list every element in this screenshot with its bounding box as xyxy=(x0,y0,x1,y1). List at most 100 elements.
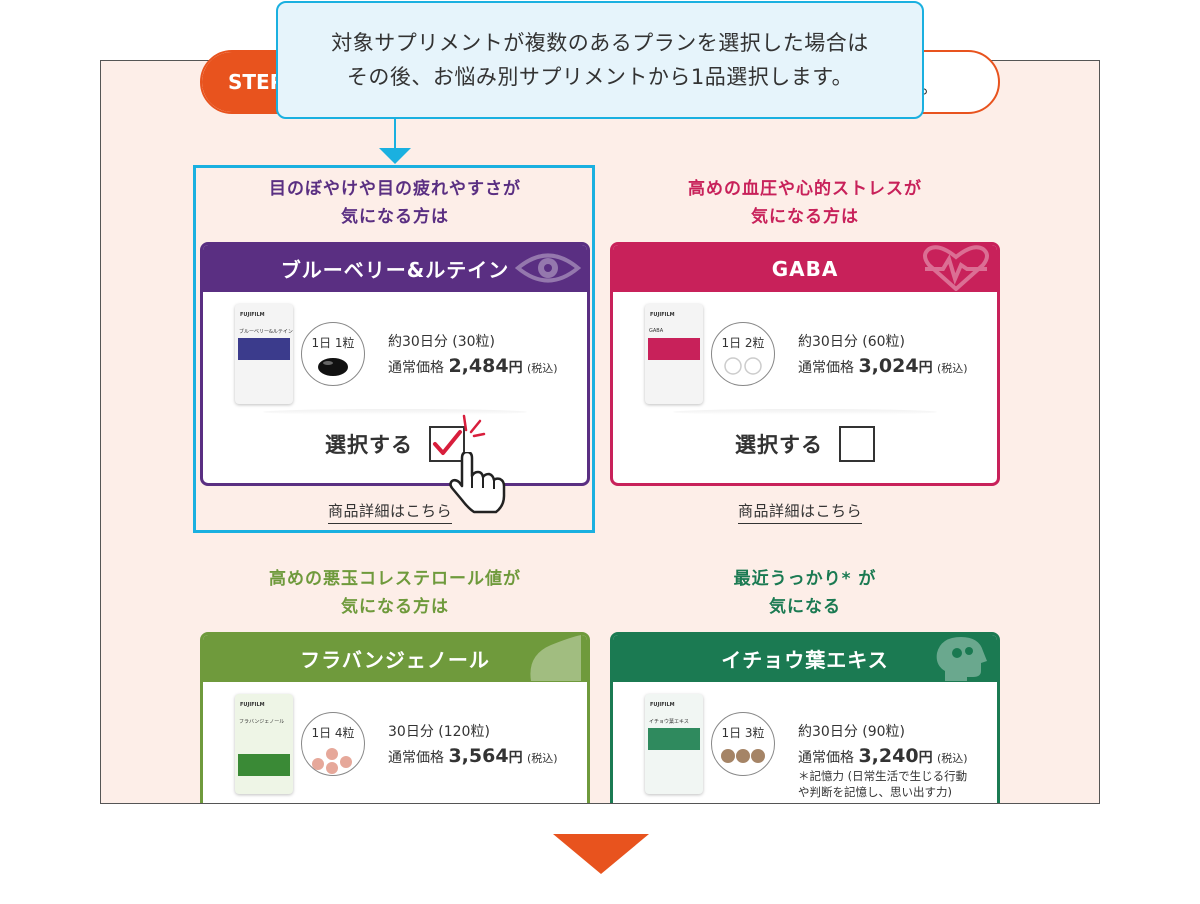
selected-product-highlight xyxy=(193,165,595,533)
concern-line-1: 高めの悪玉コレステロール値が xyxy=(269,569,521,589)
next-step-arrow-icon xyxy=(553,834,649,874)
product-days: 30日分 (120粒) xyxy=(388,724,490,740)
footnote-line-1: ＊記憶力 (日常生活で生じる行動 xyxy=(798,769,968,783)
select-checkbox[interactable] xyxy=(429,426,465,462)
card-header: イチョウ葉エキス xyxy=(613,635,997,682)
card-body: FUJIFILM フラバンジェノール 1日 4粒 30日分 (120粒) 通常価… xyxy=(203,682,587,802)
tablet-icon xyxy=(712,746,774,766)
dose-label: 1日 3粒 xyxy=(721,726,765,740)
product-card-ginkgo: イチョウ葉エキス FUJIFILM イチョウ葉エキス 1日 3粒 約30日分 (… xyxy=(610,632,1000,832)
package-name: イチョウ葉エキス xyxy=(649,719,689,725)
tooltip-pointer-arrow xyxy=(379,148,411,164)
footnote-line-2: や判断を記憶し、思い出す力) xyxy=(798,785,952,799)
product-package-image: FUJIFILM ブルーベリー&ルテイン xyxy=(235,304,293,404)
price-currency: 円 xyxy=(508,360,523,376)
dose-label: 1日 4粒 xyxy=(311,726,355,740)
price-currency: 円 xyxy=(508,750,523,766)
product-price-row: 通常価格 3,564円 (税込) xyxy=(388,744,558,771)
card-body: FUJIFILM GABA 1日 2粒 約30日分 (60粒) 通常価格 3,0… xyxy=(613,292,997,412)
tooltip-line-1: 対象サプリメントが複数のあるプランを選択した場合は xyxy=(331,31,869,55)
product-price-row: 通常価格 2,484円 (税込) xyxy=(388,354,558,381)
tax-label: (税込) xyxy=(937,362,968,375)
checkmark-icon xyxy=(433,430,462,455)
product-name: GABA xyxy=(771,256,839,281)
concern-line-2: 気になる方は xyxy=(341,597,449,617)
product-days: 約30日分 (30粒) xyxy=(388,334,496,350)
package-brand: FUJIFILM xyxy=(650,702,675,708)
frame-bottom-border xyxy=(100,803,1100,804)
product-info: 約30日分 (60粒) 通常価格 3,024円 (税込) xyxy=(798,330,968,381)
product-package-image: FUJIFILM フラバンジェノール xyxy=(235,694,293,794)
product-detail-link[interactable]: 商品詳細はこちら xyxy=(328,500,453,524)
price-prefix: 通常価格 xyxy=(798,750,854,766)
package-name: フラバンジェノール xyxy=(239,719,285,725)
product-info: 約30日分 (90粒) 通常価格 3,240円 (税込) xyxy=(798,720,968,771)
concern-line-2: 気になる方は xyxy=(751,207,859,227)
card-header: ブルーベリー&ルテイン xyxy=(203,245,587,292)
capsule-icon xyxy=(302,356,364,378)
dose-badge: 1日 4粒 xyxy=(301,712,365,776)
concern-text: 最近うっかり* が 気になる xyxy=(610,565,1000,621)
product-package-image: FUJIFILM GABA xyxy=(645,304,703,404)
package-name: GABA xyxy=(649,328,664,334)
product-info: 約30日分 (30粒) 通常価格 2,484円 (税込) xyxy=(388,330,558,381)
concern-line-1: 目のぼやけや目の疲れやすさが xyxy=(269,179,521,199)
product-price: 3,564 xyxy=(448,745,509,767)
select-row[interactable]: 選択する xyxy=(613,409,997,479)
concern-text: 高めの血圧や心的ストレスが 気になる方は xyxy=(610,175,1000,231)
select-row[interactable]: 選択する xyxy=(203,409,587,479)
tooltip-line-2: その後、お悩み別サプリメントから1品選択します。 xyxy=(346,65,854,89)
product-price-row: 通常価格 3,024円 (税込) xyxy=(798,354,968,381)
footnote: ＊記憶力 (日常生活で生じる行動 や判断を記憶し、思い出す力) xyxy=(798,768,967,800)
card-header: フラバンジェノール xyxy=(203,635,587,682)
dose-label: 1日 1粒 xyxy=(311,336,355,350)
product-days: 約30日分 (60粒) xyxy=(798,334,906,350)
product-card-gaba: GABA FUJIFILM GABA 1日 2粒 約30日分 (60粒) 通常価… xyxy=(610,242,1000,486)
product-days: 約30日分 (90粒) xyxy=(798,724,906,740)
price-prefix: 通常価格 xyxy=(388,750,444,766)
tax-label: (税込) xyxy=(937,752,968,765)
price-prefix: 通常価格 xyxy=(388,360,444,376)
leaf-drop-icon xyxy=(521,635,581,686)
heart-pulse-icon xyxy=(921,245,991,296)
concern-line-2: 気になる方は xyxy=(341,207,449,227)
dose-badge: 1日 2粒 xyxy=(711,322,775,386)
package-name: ブルーベリー&ルテイン xyxy=(239,329,293,335)
select-checkbox[interactable] xyxy=(839,426,875,462)
tablet-icon xyxy=(712,356,774,376)
package-brand: FUJIFILM xyxy=(650,312,675,318)
product-info: 30日分 (120粒) 通常価格 3,564円 (税込) xyxy=(388,720,558,771)
concern-text: 高めの悪玉コレステロール値が 気になる方は xyxy=(200,565,590,621)
pointer-hand-icon xyxy=(449,452,506,514)
step-trailing-text: 。 xyxy=(920,74,940,98)
concern-line-2: 気になる xyxy=(769,597,841,617)
card-body: FUJIFILM イチョウ葉エキス 1日 3粒 約30日分 (90粒) 通常価格… xyxy=(613,682,997,802)
card-header: GABA xyxy=(613,245,997,292)
tooltip: 対象サプリメントが複数のあるプランを選択した場合は その後、お悩み別サプリメント… xyxy=(276,1,924,119)
product-card-blueberry: ブルーベリー&ルテイン FUJIFILM ブルーベリー&ルテイン 1日 1粒 約… xyxy=(200,242,590,486)
dose-label: 1日 2粒 xyxy=(721,336,765,350)
concern-text: 目のぼやけや目の疲れやすさが 気になる方は xyxy=(200,175,590,231)
package-brand: FUJIFILM xyxy=(240,312,265,318)
product-price-row: 通常価格 3,240円 (税込) xyxy=(798,744,968,771)
product-name: ブルーベリー&ルテイン xyxy=(280,258,510,282)
eye-icon xyxy=(514,245,582,296)
package-brand: FUJIFILM xyxy=(240,702,265,708)
select-label: 選択する xyxy=(735,433,823,457)
select-label: 選択する xyxy=(325,433,413,457)
tax-label: (税込) xyxy=(527,752,558,765)
product-detail-link[interactable]: 商品詳細はこちら xyxy=(738,500,863,524)
card-body: FUJIFILM ブルーベリー&ルテイン 1日 1粒 約30日分 (30粒) 通… xyxy=(203,292,587,412)
price-currency: 円 xyxy=(918,360,933,376)
dose-badge: 1日 3粒 xyxy=(711,712,775,776)
product-card-flavangenol: フラバンジェノール FUJIFILM フラバンジェノール 1日 4粒 30日分 … xyxy=(200,632,590,832)
product-package-image: FUJIFILM イチョウ葉エキス xyxy=(645,694,703,794)
product-price: 2,484 xyxy=(448,355,509,377)
head-brain-icon xyxy=(931,635,991,686)
tooltip-pointer-line xyxy=(394,118,396,150)
product-price: 3,024 xyxy=(858,355,919,377)
product-name: イチョウ葉エキス xyxy=(721,648,889,672)
tablet-icon xyxy=(302,746,364,774)
tax-label: (税込) xyxy=(527,362,558,375)
concern-line-1: 高めの血圧や心的ストレスが xyxy=(688,179,922,199)
